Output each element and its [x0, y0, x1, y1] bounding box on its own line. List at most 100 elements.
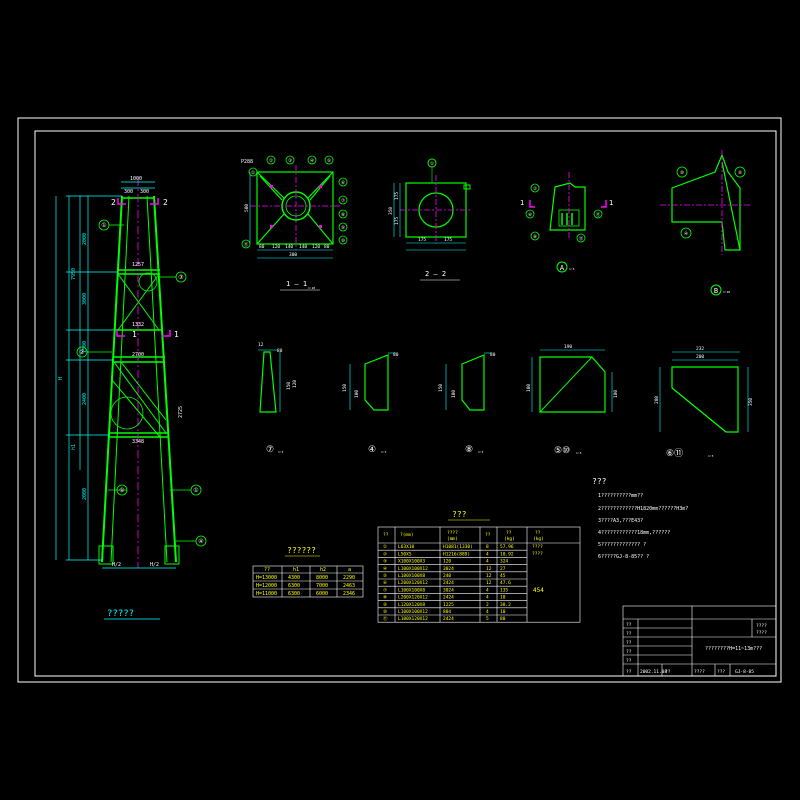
left-base [98, 545, 114, 565]
plate-6-11-dims: 232 200 280 350 [654, 346, 754, 406]
plate-8-scale: 1:5 [478, 450, 484, 454]
detail-a-scale: 1:5 [569, 267, 575, 271]
section-marks: 2 2 1 1 [111, 198, 179, 339]
plate-5-10-diagonal [539, 356, 593, 413]
bom-cell-r8-c0: ⑨ [383, 602, 388, 608]
plan-callouts: ① ② ③ ④ ⑤ ⑥ ⑦ ⑧ ⑨ ⑩ ⑪ [244, 158, 346, 248]
note-4: 4????????????18mm,?????? [598, 530, 670, 536]
bom-cell-r2-c2: 120 [443, 559, 451, 565]
bom-cell-r1-c2: H1216(889) [443, 551, 470, 557]
plate-4-shape [364, 354, 389, 411]
plan-callout-2: ② [269, 158, 274, 164]
plan-callout-9: ⑨ [341, 225, 346, 231]
plan-dim-300: 300 [289, 252, 297, 258]
bom-sh-4: (kg) [504, 536, 515, 542]
plan-callout-circles [241, 155, 348, 249]
plate-7-dim-150: 150 [286, 382, 292, 390]
view22-dims: 175 175 350 175 175 [388, 192, 452, 243]
bom-cell-r8-c3: 2 [486, 602, 489, 608]
plan-dim-120b: 120 [312, 244, 320, 250]
detail-b-diagonal [721, 161, 741, 251]
detail-a-callout-12: ⑫ [579, 235, 584, 242]
ht-r2-c1: 6300 [288, 591, 300, 597]
plate-5-10-shape [539, 356, 606, 413]
plate-6-11-dim-232: 232 [696, 346, 704, 352]
plate-6-11-diagonal [671, 387, 727, 433]
bom-cell-r0-c3: 8 [486, 544, 489, 550]
plate-7-dim-lines [258, 349, 281, 412]
ht-r1-c2: 7000 [316, 583, 328, 589]
bom-cell-r5-c0: ⑥ [383, 580, 388, 586]
detail-b-callouts: ⑩ ⑨ ④ [680, 170, 743, 237]
view22-dim-175d: 175 [444, 237, 452, 243]
bom-cell-r5-c4: 47.6 [500, 580, 511, 586]
plate-4-dim-80: 80 [393, 352, 399, 358]
note-6: 6?????GJ-8-85?? ? [598, 554, 649, 560]
plan-dim-side: 500 [244, 204, 250, 212]
bom-cell-r9-c3: 4 [486, 609, 489, 615]
left-leg-outer [101, 195, 123, 563]
bom-cell-r3-c0: ④ [383, 566, 388, 572]
height-table-title: ?????? [287, 546, 316, 555]
ht-r1-c0: H=12000 [256, 583, 277, 589]
dim-h1: h1 [71, 444, 77, 450]
plate-5-10-dim-100: 100 [526, 384, 532, 392]
plate-5-10-dim-180: 180 [613, 390, 619, 398]
plate-8-dim-100: 100 [451, 390, 457, 398]
plate-6-11-scale: 1:5 [708, 454, 714, 458]
plate-6-11-dim-lines [659, 351, 749, 432]
plan-tag: P288 [241, 159, 253, 165]
main-view-title: ????? [107, 609, 134, 619]
bom-cell-r3-c1: L100X100X12 [398, 566, 428, 572]
plate-4-scale: 1:5 [381, 450, 387, 454]
bom-cell-r0-c4: 57.96 [500, 544, 514, 550]
detail-b-label-circle [710, 284, 722, 296]
right-leg-inner [146, 195, 168, 563]
right-base [164, 545, 180, 565]
view22-dim-175b: 175 [394, 217, 400, 225]
detail-b-callout-circles [676, 166, 746, 239]
dim-2000-top: 2000 [82, 233, 88, 245]
plan-dim-140a: 140 [285, 244, 293, 250]
plate-6-11-label: ⑥⑪ [666, 448, 683, 459]
plan-callout-6: ⑥ [341, 180, 346, 186]
tb-drawing-title: ????????H=11~13m??? [705, 646, 762, 652]
callout-main-1c: ① [193, 487, 198, 494]
bom-cell-r7-c2: 2424 [443, 595, 454, 601]
detail-a-sec-left: 1 [520, 199, 524, 207]
bom-cell-r4-c2: 240 [443, 573, 451, 579]
view22-dim-175a: 175 [394, 192, 400, 200]
callout-main-4: ④ [198, 538, 203, 545]
detail-b-marker [110, 396, 144, 430]
horizontal-members [109, 197, 169, 438]
plan-callout-8: ⑧ [341, 212, 346, 218]
bom-grid [377, 526, 581, 623]
plate-7-dim-12: 12 [258, 342, 264, 348]
height-table: ?????? ?? h1 h2 a H=13000 4300 8000 2290… [252, 546, 364, 598]
dim-2000-bottom: 2000 [82, 488, 88, 500]
ht-r2-c3: 2346 [343, 591, 355, 597]
ht-r0-c2: 8000 [316, 575, 328, 581]
plan-callout-11: ⑪ [244, 241, 249, 248]
bom-h-4: ?? [506, 530, 512, 536]
bom-title: ??? [452, 510, 467, 519]
height-table-grid [252, 565, 364, 598]
bom-cell-r10-c2: 2424 [443, 616, 454, 622]
plate-4-dim-lines [349, 352, 396, 410]
height-table-cells: ?? h1 h2 a H=13000 4300 8000 2290 H=1200… [256, 567, 355, 597]
bom-cell-r1-c4: 10.92 [500, 551, 514, 557]
detail-b-callout-10: ⑩ [680, 170, 685, 176]
plate-8-shape [461, 354, 485, 411]
dim-H: H [58, 377, 64, 380]
bom-h-5: ?? [535, 530, 541, 536]
plan-bolt-marks [270, 185, 322, 228]
plate-8-dims: 80 150 100 [438, 352, 496, 398]
detail-a-callout-11: ⑪ [596, 211, 601, 218]
dim-7950: 7950 [71, 268, 77, 280]
level-dim-2725: 2725 [178, 406, 184, 418]
main-callout-texts: ① ③ ② ① ① ④ [79, 222, 203, 545]
note-5: 5????????????? ? [598, 542, 646, 548]
bom-cell-r2-c3: 4 [486, 559, 489, 565]
